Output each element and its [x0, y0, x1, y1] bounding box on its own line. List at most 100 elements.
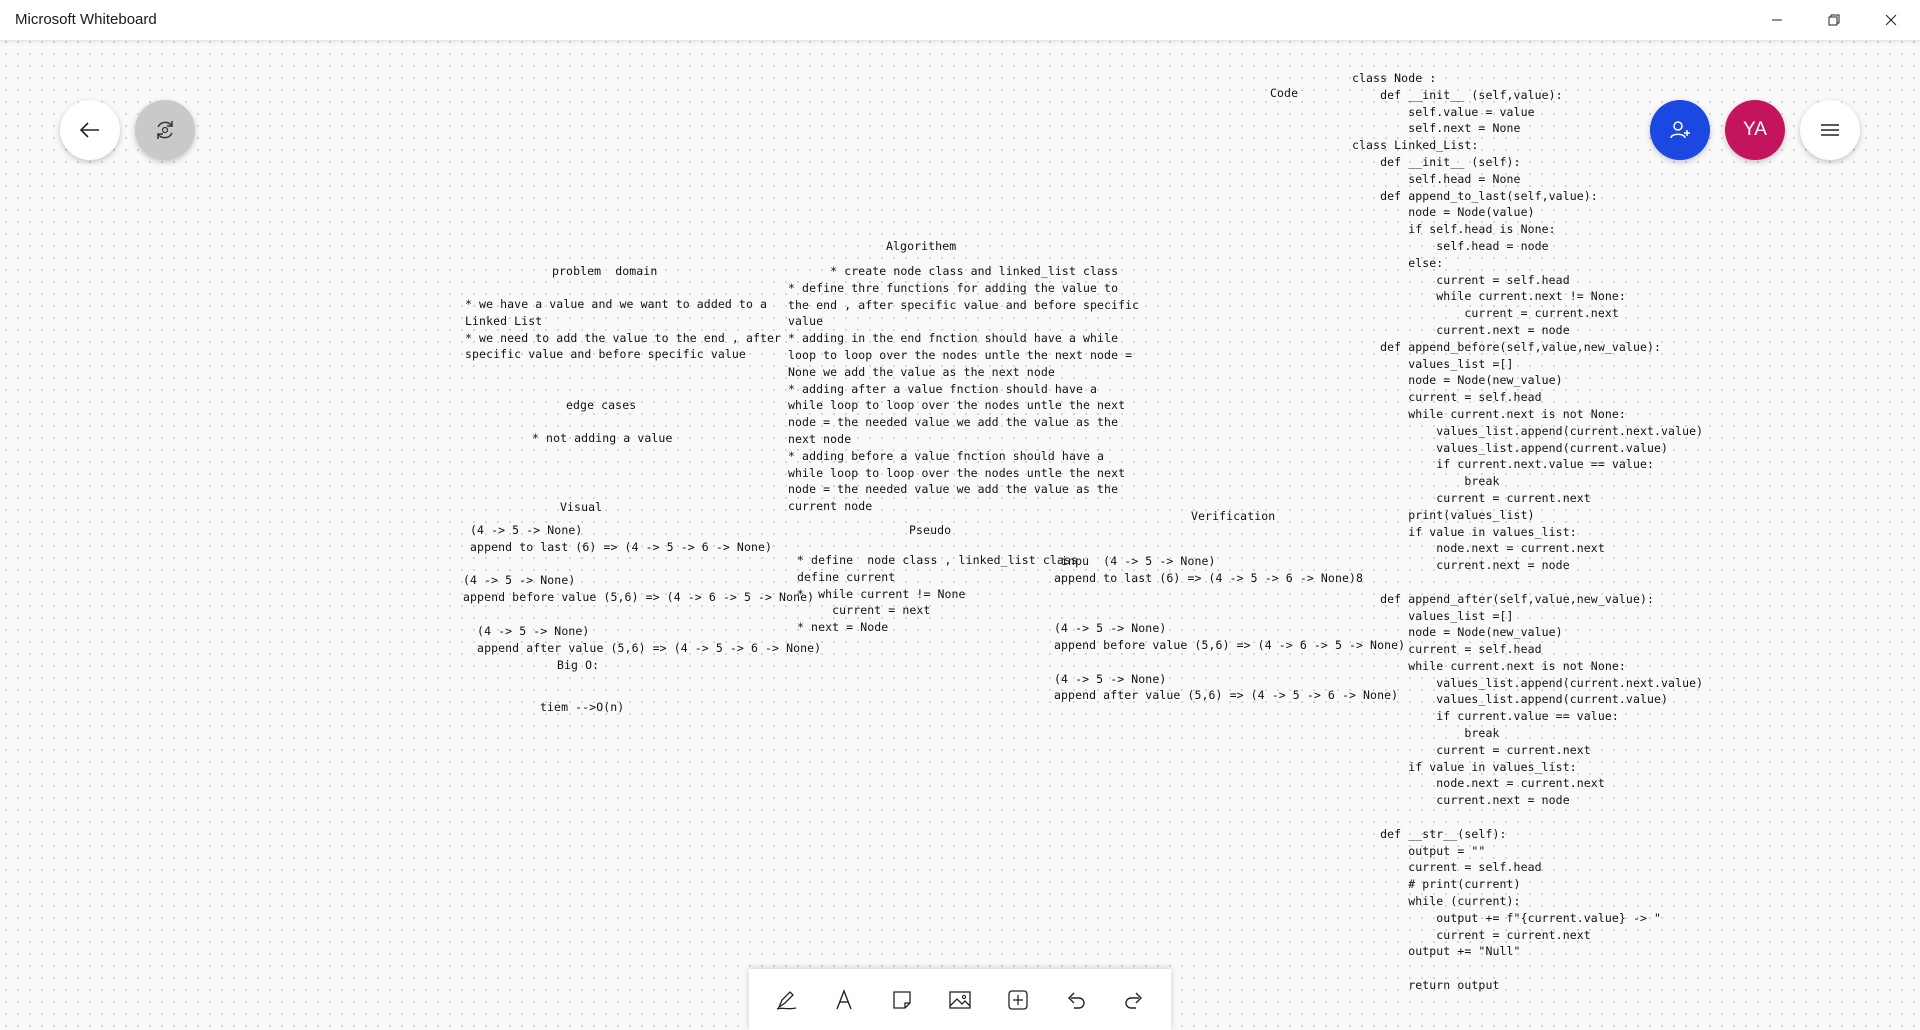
sticky-note-button[interactable] — [882, 980, 922, 1020]
code-line — [1352, 809, 1703, 826]
algorithm-line: next node — [788, 431, 852, 446]
code-line: current.next = node — [1352, 558, 1570, 573]
code-line: self.head = None — [1352, 171, 1521, 186]
insert-button[interactable] — [998, 980, 1038, 1020]
verification-line: (4 -> 5 -> None) — [1054, 621, 1167, 636]
verification-line: append to last (6) => (4 -> 5 -> 6 -> No… — [1054, 570, 1364, 585]
add-person-icon — [1670, 121, 1690, 139]
algorithm-line: None we add the value as the next node — [788, 364, 1055, 379]
sync-button[interactable] — [135, 100, 195, 160]
code-line: current = current.next — [1352, 306, 1619, 321]
pseudo-line: current = next — [797, 603, 931, 618]
visual-line: (4 -> 5 -> None) — [463, 523, 583, 537]
minimize-button[interactable] — [1749, 0, 1805, 40]
code-line: # print(current) — [1352, 877, 1521, 892]
code-line: break — [1352, 726, 1500, 741]
code-line: def append_to_last(self,value): — [1352, 188, 1598, 203]
algorithm-line: current node — [788, 499, 873, 514]
algorithm-line: value — [788, 314, 824, 329]
algorithm-line: node = the needed value we add the value… — [788, 415, 1119, 430]
code-line: output = "" — [1352, 843, 1486, 858]
sync-icon — [157, 121, 173, 139]
algorithm-line: * create node class and linked_list clas… — [788, 264, 1119, 278]
code-block: class Node : def __init__ (self,value): … — [1352, 70, 1703, 994]
algorithm-line: while loop to loop over the nodes untle … — [788, 465, 1126, 480]
visual-line: append before value (5,6) => (4 -> 6 -> … — [463, 590, 815, 605]
code-line: values_list.append(current.value) — [1352, 440, 1669, 455]
user-avatar[interactable]: YA — [1725, 100, 1785, 160]
algorithm-line: loop to loop over the nodes untle the ne… — [788, 347, 1133, 362]
verification-line: append before value (5,6) => (4 -> 6 -> … — [1054, 637, 1406, 652]
verification-heading: Verification — [1191, 509, 1276, 523]
code-line: if value in values_list: — [1352, 759, 1577, 774]
code-line: node = Node(new_value) — [1352, 625, 1563, 640]
problem-domain-line: * we have a value and we want to added t… — [465, 297, 768, 311]
code-line: else: — [1352, 255, 1444, 270]
code-line: def __init__ (self,value): — [1352, 87, 1563, 102]
code-line: node.next = current.next — [1352, 541, 1605, 556]
code-line: self.value = value — [1352, 104, 1535, 119]
visual-line: (4 -> 5 -> None) — [463, 573, 576, 588]
close-button[interactable] — [1863, 0, 1919, 40]
pseudo-heading: Pseudo — [909, 523, 952, 537]
code-line: def append_after(self,value,new_value): — [1352, 591, 1655, 606]
visual-line — [463, 556, 821, 573]
visual-line: (4 -> 5 -> None) — [463, 623, 590, 638]
text-icon — [836, 988, 852, 1009]
image-button[interactable] — [940, 980, 980, 1020]
big-o-heading: Big O: — [557, 658, 600, 672]
code-line: node = Node(value) — [1352, 205, 1535, 220]
restore-button[interactable] — [1806, 0, 1862, 40]
undo-button[interactable] — [1056, 980, 1096, 1020]
bottom-toolbar — [749, 969, 1171, 1030]
code-heading: Code — [1270, 86, 1299, 100]
add-box-icon — [1008, 989, 1028, 1010]
menu-button[interactable] — [1800, 100, 1860, 160]
code-line: return output — [1352, 978, 1500, 993]
algorithm-line: * adding in the end fnction should have … — [788, 331, 1119, 346]
text-tool-button[interactable] — [824, 980, 864, 1020]
code-line: values_list =[] — [1352, 608, 1514, 623]
redo-button[interactable] — [1114, 980, 1154, 1020]
hamburger-menu-icon — [1821, 124, 1839, 136]
algorithm-line: * define thre functions for adding the v… — [788, 280, 1119, 295]
verification-line — [1054, 654, 1405, 671]
problem-domain-line: * we need to add the value to the end , … — [465, 330, 782, 345]
code-line: while current.next is not None: — [1352, 658, 1626, 673]
code-line: values_list.append(current.next.value) — [1352, 423, 1704, 438]
code-line: class Node : — [1352, 71, 1437, 85]
code-line: current = current.next — [1352, 490, 1591, 505]
verification-line — [1054, 587, 1405, 604]
pseudo-line: define current — [797, 569, 896, 584]
code-line: values_list =[] — [1352, 356, 1514, 371]
code-line: if value in values_list: — [1352, 524, 1577, 539]
code-line — [1352, 960, 1703, 977]
minimize-icon — [1772, 19, 1782, 21]
problem-domain-text: * we have a value and we want to added t… — [465, 296, 781, 363]
code-line: values_list.append(current.value) — [1352, 692, 1669, 707]
code-line: current = current.next — [1352, 742, 1591, 757]
code-line: current = self.head — [1352, 272, 1570, 287]
edge-cases-heading: edge cases — [566, 398, 637, 412]
algorithm-line: while loop to loop over the nodes untle … — [788, 398, 1126, 413]
invite-button[interactable] — [1650, 100, 1710, 160]
visual-text: (4 -> 5 -> None) append to last (6) => (… — [463, 522, 821, 656]
code-line: while (current): — [1352, 894, 1521, 909]
code-line: current = self.head — [1352, 860, 1542, 875]
avatar-initials: YA — [1743, 119, 1767, 140]
code-line: if self.head is None: — [1352, 222, 1556, 237]
code-line: current = self.head — [1352, 642, 1542, 657]
code-line: output += "Null" — [1352, 944, 1521, 959]
pen-icon — [776, 990, 797, 1010]
pen-tool-button[interactable] — [766, 980, 806, 1020]
code-line: node.next = current.next — [1352, 776, 1605, 791]
algorithm-line: * adding after a value fnction should ha… — [788, 381, 1098, 396]
edge-cases-text: * not adding a value — [532, 430, 672, 447]
back-button[interactable] — [60, 100, 120, 160]
algorithm-line: * adding before a value fnction should h… — [788, 448, 1105, 463]
verification-text: inpu (4 -> 5 -> None)append to last (6) … — [1054, 553, 1405, 704]
verification-line — [1054, 603, 1405, 620]
code-line: node = Node(new_value) — [1352, 373, 1563, 388]
visual-heading: Visual — [560, 500, 603, 514]
code-line: print(values_list) — [1352, 507, 1535, 522]
